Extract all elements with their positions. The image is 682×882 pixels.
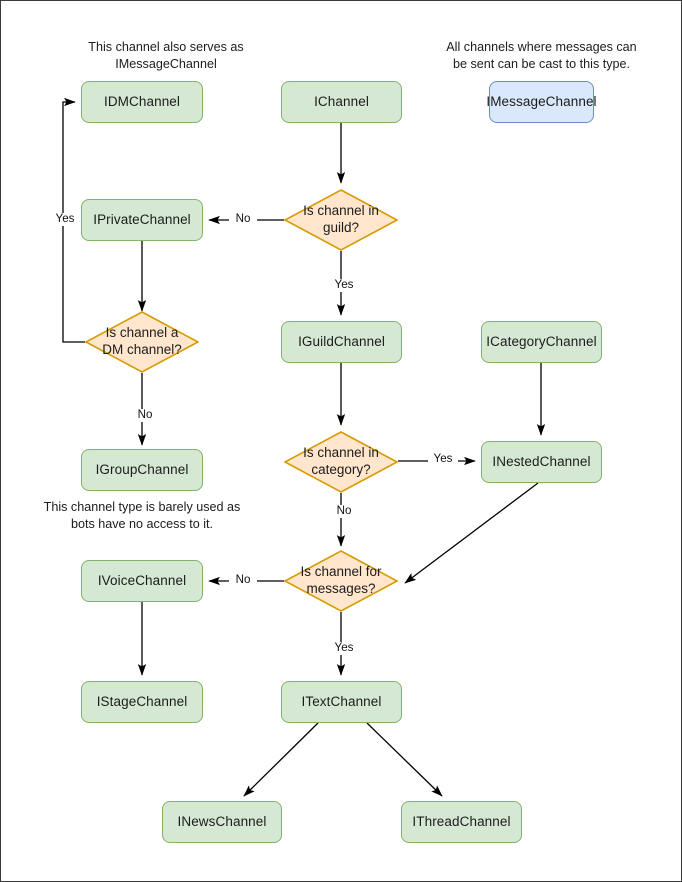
decision-is-channel-in-category[interactable]: Is channel in category?: [284, 431, 398, 493]
decision-is-channel-a-dm-channel-line2: DM channel?: [102, 342, 182, 357]
edge-inestedchannel-to-messages-decision: [404, 482, 539, 584]
note-imessagechannel: All channels where messages can be sent …: [429, 39, 654, 72]
edge-label-category-no: No: [330, 504, 358, 518]
decision-is-channel-for-messages-line1: Is channel for: [300, 564, 382, 580]
edge-itextchannel-to-inewschannel: [243, 722, 319, 797]
diamond-shape-icon: [284, 189, 398, 251]
note-igroupchannel-line1: This channel type is barely used as: [43, 500, 241, 514]
diamond-shape-icon: [284, 431, 398, 493]
edge-label-dm-yes: Yes: [49, 212, 81, 226]
node-ithread-channel[interactable]: IThreadChannel: [401, 801, 522, 843]
edge-label-guild-yes: Yes: [329, 278, 359, 292]
node-icategory-channel-label: ICategoryChannel: [486, 333, 597, 349]
node-icategory-channel[interactable]: ICategoryChannel: [481, 321, 602, 363]
decision-is-channel-in-category-line2: category?: [311, 462, 371, 477]
node-iguild-channel[interactable]: IGuildChannel: [281, 321, 402, 363]
edge-label-dm-no: No: [131, 408, 159, 422]
edge-itextchannel-to-ithreadchannel: [366, 722, 443, 797]
decision-is-channel-a-dm-channel[interactable]: Is channel a DM channel?: [85, 311, 199, 373]
decision-is-channel-in-category-line1: Is channel in: [303, 445, 379, 461]
node-idm-channel[interactable]: IDMChannel: [81, 81, 203, 123]
node-ivoice-channel-label: IVoiceChannel: [97, 572, 187, 588]
node-iprivate-channel[interactable]: IPrivateChannel: [81, 199, 203, 241]
diamond-shape-icon: [85, 311, 199, 373]
node-inested-channel[interactable]: INestedChannel: [481, 441, 602, 483]
decision-is-channel-for-messages-line2: messages?: [306, 581, 376, 596]
node-itext-channel[interactable]: ITextChannel: [281, 681, 402, 723]
node-itext-channel-label: ITextChannel: [301, 693, 382, 709]
node-istage-channel[interactable]: IStageChannel: [81, 681, 203, 723]
edge-label-guild-no: No: [229, 212, 257, 226]
node-iprivate-channel-label: IPrivateChannel: [93, 211, 191, 227]
node-igroup-channel-label: IGroupChannel: [95, 461, 189, 477]
node-inews-channel-label: INewsChannel: [177, 813, 267, 829]
edge-label-messages-no: No: [229, 573, 257, 587]
note-igroupchannel-line2: bots have no access to it.: [70, 516, 214, 531]
node-istage-channel-label: IStageChannel: [96, 693, 188, 709]
node-inested-channel-label: INestedChannel: [492, 453, 591, 469]
edge-label-messages-yes: Yes: [329, 641, 359, 655]
note-idmchannel-line2: IMessageChannel: [115, 56, 217, 71]
diamond-shape-icon: [284, 550, 398, 612]
note-idmchannel: This channel also serves as IMessageChan…: [51, 39, 281, 72]
node-ichannel-label: IChannel: [314, 93, 369, 109]
decision-is-channel-in-guild[interactable]: Is channel in guild?: [284, 189, 398, 251]
node-iguild-channel-label: IGuildChannel: [298, 333, 385, 349]
node-igroup-channel[interactable]: IGroupChannel: [81, 449, 203, 491]
decision-is-channel-in-guild-line1: Is channel in: [303, 203, 379, 219]
decision-is-channel-in-guild-line2: guild?: [322, 220, 360, 235]
note-igroupchannel: This channel type is barely used as bots…: [37, 499, 247, 532]
node-ivoice-channel[interactable]: IVoiceChannel: [81, 560, 203, 602]
node-imessage-channel[interactable]: IMessageChannel: [486, 81, 597, 123]
node-imessage-channel-label: IMessageChannel: [486, 93, 597, 109]
node-idm-channel-label: IDMChannel: [103, 93, 181, 109]
node-inews-channel[interactable]: INewsChannel: [162, 801, 282, 843]
node-ichannel[interactable]: IChannel: [281, 81, 402, 123]
note-imessagechannel-line1: All channels where messages can: [446, 40, 637, 54]
edge-label-category-yes: Yes: [428, 452, 458, 466]
note-idmchannel-line1: This channel also serves as: [88, 40, 244, 54]
node-ithread-channel-label: IThreadChannel: [412, 813, 511, 829]
note-imessagechannel-line2: be sent can be cast to this type.: [452, 56, 631, 71]
decision-is-channel-for-messages[interactable]: Is channel for messages?: [284, 550, 398, 612]
decision-is-channel-a-dm-channel-line1: Is channel a: [105, 325, 179, 341]
